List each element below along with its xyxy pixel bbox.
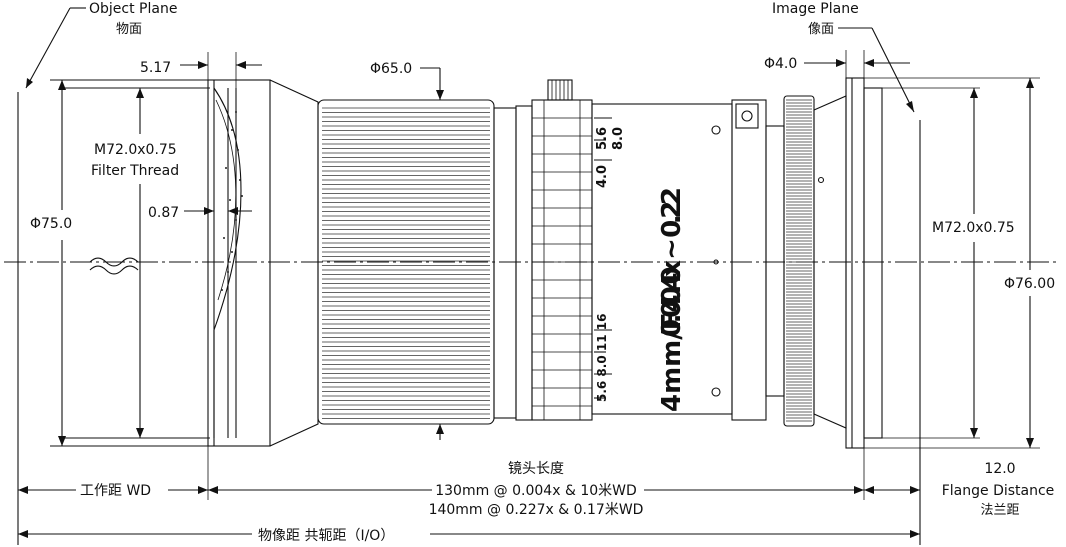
dim-517-arrow-b [236,61,246,69]
phi76-label: Φ76.00 [1004,276,1055,292]
aperture-scale-80: 8.0 [611,127,626,150]
phi75-arrow-top [58,80,66,90]
flange-arrow-a [864,486,874,494]
wd-arrow-left [18,486,28,494]
lens-length-line2: 140mm @ 0.227x & 0.17米WD [429,502,644,518]
phi65-arrow-top [436,90,444,100]
flange-label: Flange Distance [942,483,1055,499]
mount-thread-arrow-bottom [970,428,978,438]
aperture-scale-56: 5.6 [595,127,610,150]
flange-cn-label: 法兰距 [980,503,1019,518]
magnification-range-text: 0.004x ~ 0.22 [657,187,687,337]
flange-value: 12.0 [984,461,1015,477]
rear-section [731,77,883,449]
phi4-label: Φ4.0 [764,56,797,72]
front-filter-housing [50,79,319,447]
phi76-arrow-bottom [1026,438,1034,448]
io-arrow-right [910,530,920,538]
wd-label: 工作距 WD [80,483,151,499]
front-lens-element [221,111,243,291]
phi4-arrow-left [836,59,846,67]
filter-thread-arrow-bottom [136,428,144,438]
io-arrow-left [18,530,28,538]
phi75-label: Φ75.0 [30,216,72,232]
break-symbol [89,257,139,267]
phi65-label: Φ65.0 [370,61,412,77]
filter-thread-label: Filter Thread [91,163,179,179]
lens-length-arrow-right [854,486,864,494]
phi65-arrow-bottom [436,424,444,434]
wd-arrow-right [198,486,208,494]
object-plane-label: Object Plane [89,1,177,17]
lens-length-line1: 130mm @ 0.004x & 10米WD [435,483,637,499]
lens-length-arrow-left [208,486,218,494]
io-label: 物像距 共轭距（I/O） [258,528,394,544]
image-plane-leader [871,27,915,113]
object-plane-cn-label: 物面 [116,22,142,37]
focal-fnumber-text: 4mm/F4.0 [657,266,687,412]
mount-thread-arrow-top [970,88,978,98]
dim-087-label: 0.87 [148,205,179,221]
image-plane-label: Image Plane [772,1,859,17]
dim-087-arrow-a [204,207,214,215]
dim-517-arrow-a [198,61,208,69]
image-plane-arrowhead [906,101,914,112]
phi76-arrow-top [1026,78,1034,88]
flange-arrow-b [910,486,920,494]
lens-length-cn: 镜头长度 [508,461,564,477]
object-plane-arrowhead [26,78,33,88]
mount-thread-spec: M72.0x0.75 [932,220,1015,236]
filter-thread-arrow-top [136,88,144,98]
dim-087-arrow-b [228,207,238,215]
aperture-scale-lower: 5.6 8.0 11 16 [595,314,609,402]
dim-517-label: 5.17 [140,60,171,76]
object-plane-leader [25,7,71,89]
aperture-scale-40: 4.0 [595,165,610,188]
break-symbol-2 [89,265,139,275]
filter-thread-spec: M72.0x0.75 [94,142,177,158]
phi4-arrow-right [864,59,874,67]
image-plane-cn-label: 像面 [808,22,834,37]
phi75-arrow-bottom [58,436,66,446]
